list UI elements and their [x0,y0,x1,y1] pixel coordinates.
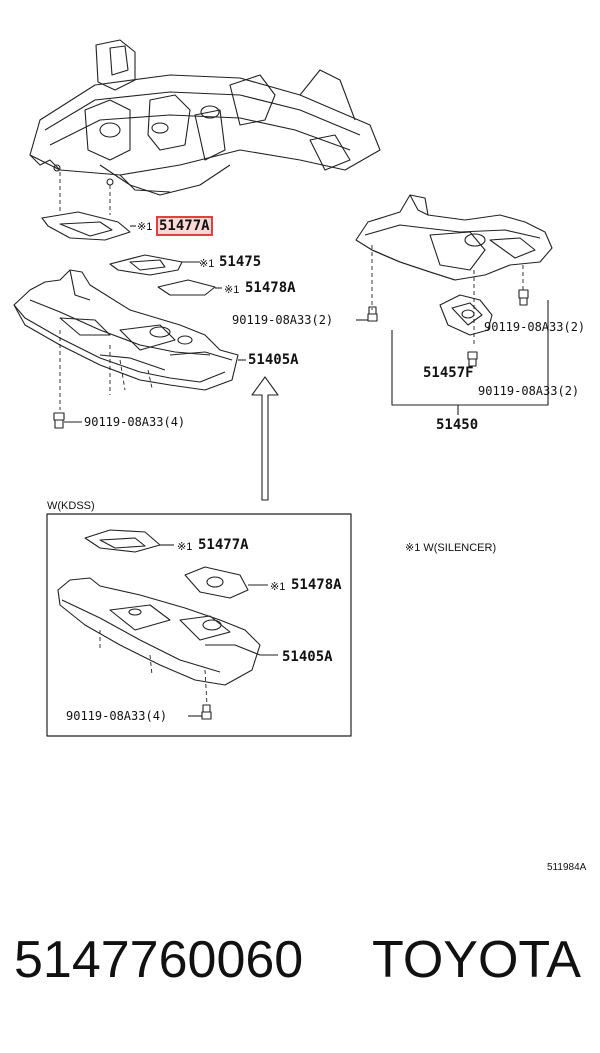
bolt-mid-icon [367,306,378,322]
part-51475 [109,254,183,276]
label-51405a[interactable]: 51405A [248,352,299,368]
label-bolt-mid[interactable]: 90119-08A33(2) [232,313,334,327]
inset-label-51405a[interactable]: 51405A [282,649,333,665]
part-51478a [157,279,216,296]
inset-label-51477a[interactable]: 51477A [198,537,249,553]
inset-marker-51478a: ※1 [270,581,286,593]
part-51477a [41,211,131,241]
label-bolt-right2[interactable]: 90119-08A33(2) [478,384,580,398]
label-51450[interactable]: 51450 [436,417,479,433]
bolt-right-icon [518,289,529,306]
label-51457f[interactable]: 51457F [423,365,474,381]
label-bolt-left[interactable]: 90119-08A33(4) [84,415,186,429]
inset-label-51478a[interactable]: 51478A [291,577,342,593]
illustration-code: 511984A [547,862,587,873]
inset-label-bolt[interactable]: 90119-08A33(4) [66,709,168,723]
inset-part-51405a [57,577,278,686]
label-51477a-highlighted[interactable]: 51477A [156,216,213,236]
part-51450 [355,194,553,281]
bolt-right2-icon [467,351,478,367]
inset-part-51477a [84,529,174,553]
arrow-up-icon [251,376,279,501]
label-bolt-right[interactable]: 90119-08A33(2) [484,320,586,334]
footer-part-number: 5147760060 [14,931,304,989]
part-51457f [439,294,493,336]
silencer-note: ※1 W(SILENCER) [405,542,497,554]
frame-illustration [29,39,381,196]
kdss-inset-frame [46,513,352,737]
part-51405a [13,269,239,391]
marker-51477a: ※1 [137,221,153,233]
marker-51475: ※1 [199,258,215,270]
label-51475[interactable]: 51475 [219,254,262,270]
inset-bolt-icon [188,704,212,720]
inset-title: W(KDSS) [47,500,95,512]
marker-51478a: ※1 [224,284,240,296]
footer-brand: TOYOTA [372,931,581,989]
inset-marker-51477a: ※1 [177,541,193,553]
footer: 5147760060 TOYOTA [0,930,600,1010]
inset-part-51478a [184,566,268,599]
label-51478a[interactable]: 51478A [245,280,296,296]
bolt-left-icon [53,412,82,429]
